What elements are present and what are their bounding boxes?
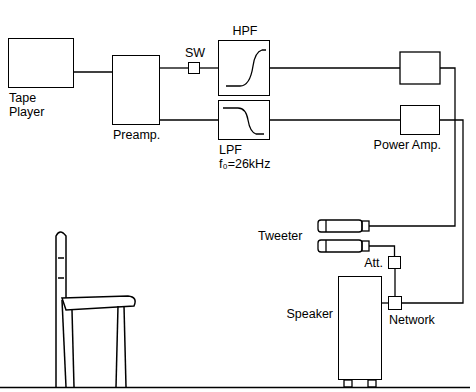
part-label: Tweeter [258,229,302,243]
signal-wire [74,71,112,72]
node-label: Speaker [286,307,333,321]
node-label: LPF [219,143,270,157]
node-label: HPF [233,24,258,38]
label-group: Att. [364,256,383,270]
amplifier-box: Power Amp. [400,105,440,135]
label-group: Preamp. [113,128,160,142]
label-group: SW [185,46,205,60]
speaker-leg [344,380,352,387]
signal-wire [200,67,218,68]
floor-line [0,387,470,388]
label-group: LPFf₀=26kHz [219,143,270,172]
node-label: Power Amp. [374,138,441,152]
network-box: Network [388,296,402,310]
tweeter-symbol [318,220,369,232]
speaker-wire [369,246,395,256]
speaker-cabinet: Speaker [338,276,382,380]
power-amp-box [400,52,440,84]
switch-box: SW [188,62,200,74]
signal-wire [270,67,400,68]
node-label: SW [185,46,205,60]
attenuator-box: Att. [388,256,401,269]
signal-wire [160,67,188,68]
label-group: Power Amp. [374,138,441,152]
node-label: Att. [364,256,383,270]
node-label: Network [389,313,435,327]
label-group: Tape Player [9,91,57,120]
label-group: Speaker [286,307,333,321]
lowpass-curve [223,108,264,134]
filter-box: HPF [218,40,270,96]
signal-wire [394,269,395,296]
highpass-curve [226,50,266,86]
label-group: Network [389,313,435,327]
chair [56,232,135,387]
tweeter-symbol [318,240,369,252]
filter-box: LPFf₀=26kHz [218,100,270,140]
signal-wire [270,119,400,120]
signal-wire [160,119,218,120]
amplifier-box: Preamp. [112,55,160,125]
node-label: f₀=26kHz [219,157,270,171]
speaker-leg [368,380,376,387]
node-label: Tape Player [9,91,57,120]
node-label: Preamp. [113,128,160,142]
label-group: HPF [233,24,258,38]
source-box: Tape Player [8,38,74,88]
speaker-wire [369,68,455,226]
